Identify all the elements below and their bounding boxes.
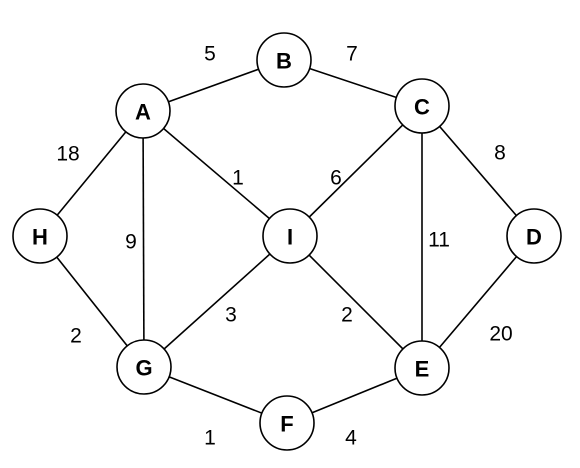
edge-weight-c-i: 6 [330,167,342,190]
node-a: A [115,83,171,139]
edge-i-e [289,235,423,369]
edge-i-g [143,235,291,368]
node-g: G [116,339,172,395]
edge-h-g [39,235,145,368]
edge-c-d [421,105,535,237]
edge-weight-h-g: 2 [70,325,82,348]
edge-a-g [142,110,145,368]
edge-weight-d-e: 20 [489,323,512,346]
node-circle-f [259,395,315,451]
node-label-i: I [287,225,293,250]
edge-c-i [289,105,423,237]
edge-weight-i-e: 2 [341,304,353,327]
node-e: E [394,340,450,396]
node-label-e: E [415,357,430,382]
node-circle-a [115,83,171,139]
node-label-g: G [135,356,152,381]
edge-a-i [142,110,291,237]
edge-weight-a-h: 18 [56,143,79,166]
node-h: H [12,208,68,264]
node-label-c: C [414,95,430,120]
node-label-b: B [276,49,292,74]
edge-weight-c-e: 11 [428,229,450,252]
node-circle-e [394,340,450,396]
node-circle-c [394,78,450,134]
edge-weight-g-f: 1 [204,427,216,450]
edge-weight-c-d: 8 [494,142,506,165]
node-circle-b [256,32,312,88]
edge-weight-f-e: 4 [345,427,357,450]
node-label-d: D [526,225,542,250]
node-label-f: F [280,412,293,437]
node-f: F [259,395,315,451]
edge-weight-i-g: 3 [225,304,237,327]
node-circle-h [12,208,68,264]
edge-weight-a-b: 5 [204,43,216,66]
node-label-a: A [135,100,151,125]
edge-weight-b-c: 7 [346,43,358,66]
edge-d-e [421,235,535,369]
node-label-h: H [32,225,48,250]
nodes-layer: A B C D E F G H I [12,32,562,451]
node-circle-g [116,339,172,395]
node-i: I [262,208,318,264]
node-circle-i [262,208,318,264]
edge-weight-a-g: 9 [125,231,137,254]
edge-weight-a-i: 1 [232,167,244,190]
node-c: C [394,78,450,134]
edge-weights-layer: 5 7 18 1 9 6 8 11 2 3 2 20 1 4 [56,43,512,450]
node-circle-d [506,208,562,264]
node-d: D [506,208,562,264]
node-b: B [256,32,312,88]
